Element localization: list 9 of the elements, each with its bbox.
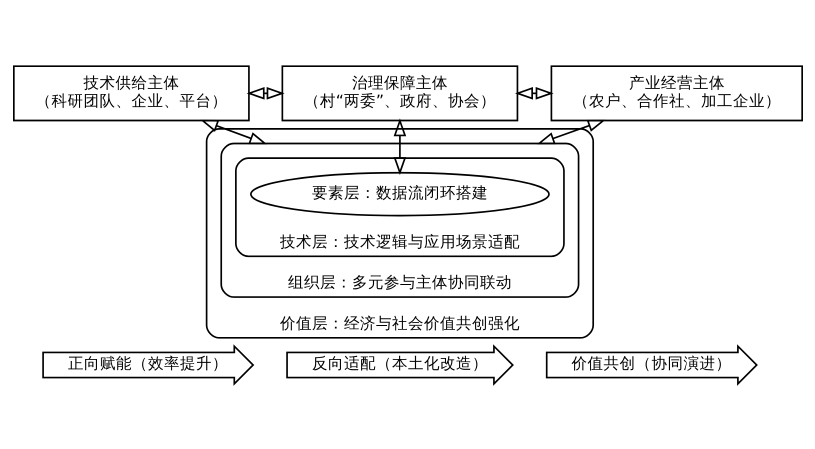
node-box: 产业经营主体 （农户、合作社、加工企业） bbox=[550, 64, 802, 121]
node-box: 治理保障主体 （村“两委”、政府、协会） bbox=[281, 64, 518, 121]
arrow bbox=[200, 119, 267, 144]
node-ellipse: 要素层：数据流闭环搭建 bbox=[250, 171, 550, 216]
node-box: 技术供给主体 （科研团队、企业、平台） bbox=[12, 64, 250, 121]
arrow bbox=[393, 118, 406, 175]
arrow bbox=[536, 119, 606, 144]
arrow bbox=[514, 86, 554, 100]
arrow bbox=[246, 86, 284, 100]
